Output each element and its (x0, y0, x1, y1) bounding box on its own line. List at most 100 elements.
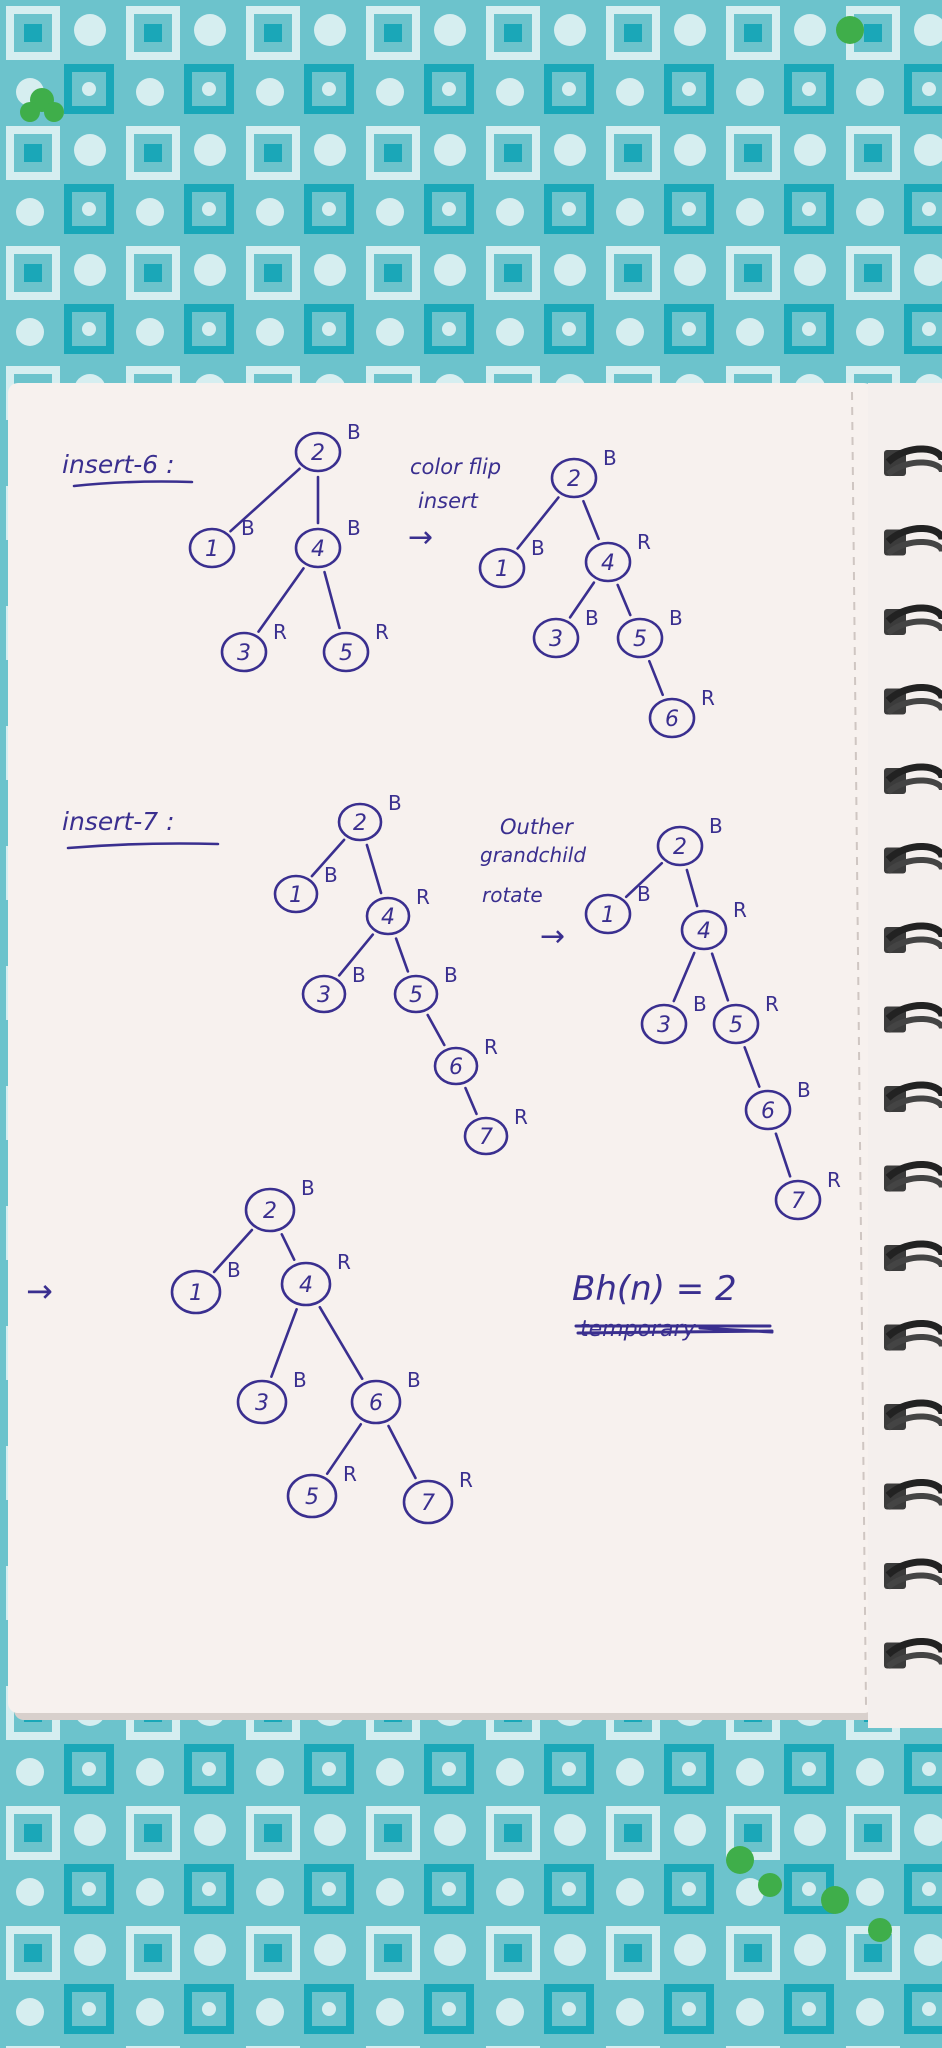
node-circle (584, 893, 632, 935)
node-circle (220, 631, 268, 673)
node-circle (433, 1046, 479, 1086)
node-circle (322, 631, 370, 673)
node-color-black: B (603, 446, 617, 470)
node-circle (393, 974, 439, 1014)
spiral-ring (884, 1081, 942, 1113)
spiral-ring (884, 763, 942, 795)
node-circle (350, 1379, 402, 1425)
section-insert-7: insert-7 : Outher grandchild rotate → (62, 807, 586, 954)
node-color-black: B (347, 420, 361, 444)
heading-insert-7: insert-7 : (62, 807, 175, 836)
node-key: 4 (601, 551, 615, 576)
node-key: 5 (633, 627, 647, 652)
node-circle (365, 896, 411, 936)
node-circle (402, 1479, 454, 1525)
notebook-page (8, 383, 942, 1728)
node-color-red: R (701, 686, 715, 710)
node-color-black: B (709, 814, 723, 838)
node-circle (648, 697, 696, 739)
node-key: 2 (263, 1199, 277, 1224)
node-key: 1 (205, 537, 219, 562)
tree-edge (280, 1233, 296, 1261)
tree-node-5: 5R (322, 620, 389, 673)
node-circle (640, 1003, 688, 1045)
node-circle (656, 825, 704, 867)
tree-node-2: 2B (550, 446, 617, 499)
node-key: 7 (479, 1125, 493, 1150)
node-color-red: R (337, 1250, 351, 1274)
tree-node-4: 4B (294, 516, 361, 569)
node-circle (301, 974, 347, 1014)
tree-edge (616, 583, 632, 617)
node-key: 5 (339, 641, 353, 666)
node-circle (550, 457, 598, 499)
tree-node-3: 3B (236, 1368, 307, 1425)
transition-arrow-1: → (408, 520, 433, 555)
node-circle (170, 1269, 222, 1315)
tree-node-5: 5B (393, 963, 458, 1014)
section-insert-6: insert-6 : color flip insert → (62, 450, 501, 555)
node-color-black: B (444, 963, 458, 987)
node-color-red: R (375, 620, 389, 644)
strike-through-scribble (574, 1324, 774, 1335)
node-circle (463, 1116, 509, 1156)
node-circle (478, 547, 526, 589)
tree-edge (516, 496, 560, 550)
tree-node-3: 3B (532, 606, 599, 659)
node-circle (616, 617, 664, 659)
node-circle (712, 1003, 760, 1045)
tree-node-4: 4R (680, 898, 747, 951)
node-color-black: B (407, 1368, 421, 1392)
node-color-black: B (693, 992, 707, 1016)
node-color-black: B (324, 863, 338, 887)
node-circle (680, 909, 728, 951)
node-circle (337, 802, 383, 842)
section-result: → Bh(n) = 2 temporary (26, 1269, 774, 1342)
node-circle (294, 431, 342, 473)
tree-edge (270, 1308, 298, 1378)
node-key: 6 (665, 707, 679, 732)
node-color-red: R (459, 1468, 473, 1492)
tree-node-5: 5R (286, 1462, 357, 1519)
node-key: 6 (449, 1055, 463, 1080)
transition-arrow-2: → (540, 919, 565, 954)
node-color-black: B (347, 516, 361, 540)
spiral-ring (884, 604, 942, 636)
annotation-outher: Outher (500, 815, 574, 839)
spiral-ring (884, 1478, 942, 1510)
node-key: 4 (697, 919, 711, 944)
tree-node-6: 6R (648, 686, 715, 739)
node-key: 1 (601, 903, 615, 928)
node-circle (532, 617, 580, 659)
tree-node-7: 7R (402, 1468, 473, 1525)
tree-edge (710, 952, 730, 1002)
node-color-black: B (301, 1176, 315, 1200)
node-circle (236, 1379, 288, 1425)
node-circle (294, 527, 342, 569)
node-color-red: R (273, 620, 287, 644)
annotation-rotate: rotate (482, 883, 543, 907)
node-key: 3 (255, 1391, 269, 1416)
tree-node-2: 2B (294, 420, 361, 473)
tree-node-3: 3B (640, 992, 707, 1045)
node-key: 2 (567, 467, 581, 492)
tree-edge (387, 1424, 417, 1480)
node-key: 5 (729, 1013, 743, 1038)
node-key: 7 (421, 1491, 435, 1516)
node-circle (280, 1261, 332, 1307)
node-key: 6 (369, 1391, 383, 1416)
spiral-ring (884, 683, 942, 715)
node-key: 4 (299, 1273, 313, 1298)
struck-word: temporary (580, 1317, 697, 1342)
tree-node-4: 4R (280, 1250, 351, 1307)
heading-underline (72, 480, 194, 488)
node-key: 3 (657, 1013, 671, 1038)
node-color-black: B (585, 606, 599, 630)
node-key: 4 (311, 537, 325, 562)
tree-edge (743, 1046, 761, 1088)
node-color-black: B (637, 882, 651, 906)
node-key: 3 (549, 627, 563, 652)
tree-edge (568, 581, 596, 619)
